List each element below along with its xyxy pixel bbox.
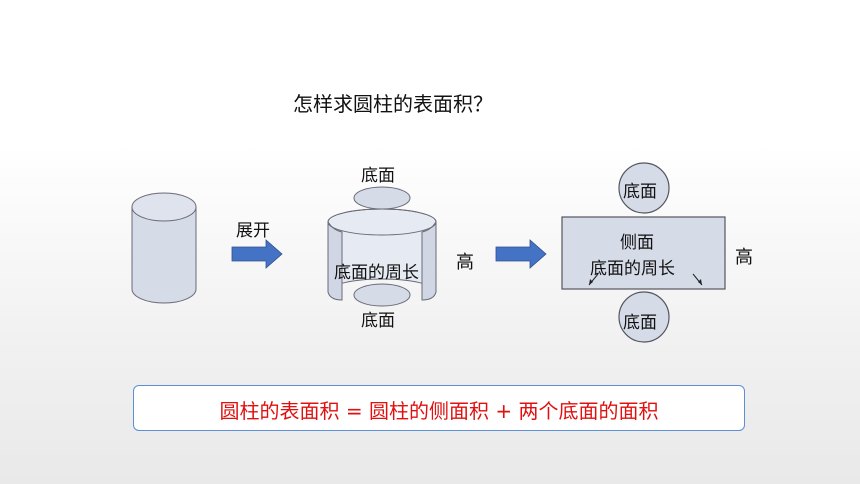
net-top-base-label: 底面	[623, 182, 657, 202]
top-circle	[618, 162, 670, 214]
surface-area-formula: 圆柱的表面积 = 圆柱的侧面积 + 两个底面的面积	[219, 399, 659, 423]
bottom-circle	[618, 291, 670, 343]
base-perimeter-label: 底面的周长	[334, 263, 419, 283]
net-height-label: 高	[735, 247, 753, 268]
net-bottom-base-label: 底面	[623, 313, 657, 333]
net-perimeter-label: 底面的周长	[590, 259, 675, 279]
lateral-rectangle	[561, 216, 726, 290]
unfold-arrow	[495, 239, 547, 269]
bottom-base-label: 底面	[361, 311, 395, 331]
unrolled-cylinder	[327, 186, 437, 307]
top-base-disk	[353, 186, 411, 210]
expand-arrow	[231, 239, 283, 269]
height-label: 高	[456, 252, 474, 273]
lateral-face-label: 侧面	[620, 233, 654, 253]
top-base-label: 底面	[361, 166, 395, 186]
question-title: 怎样求圆柱的表面积？	[293, 92, 493, 116]
cylinder-shape	[131, 192, 197, 304]
expand-label: 展开	[236, 221, 270, 241]
cylinder-net	[561, 162, 726, 343]
bottom-base-disk	[353, 283, 411, 307]
formula-box: 圆柱的表面积 = 圆柱的侧面积 + 两个底面的面积	[133, 385, 745, 431]
